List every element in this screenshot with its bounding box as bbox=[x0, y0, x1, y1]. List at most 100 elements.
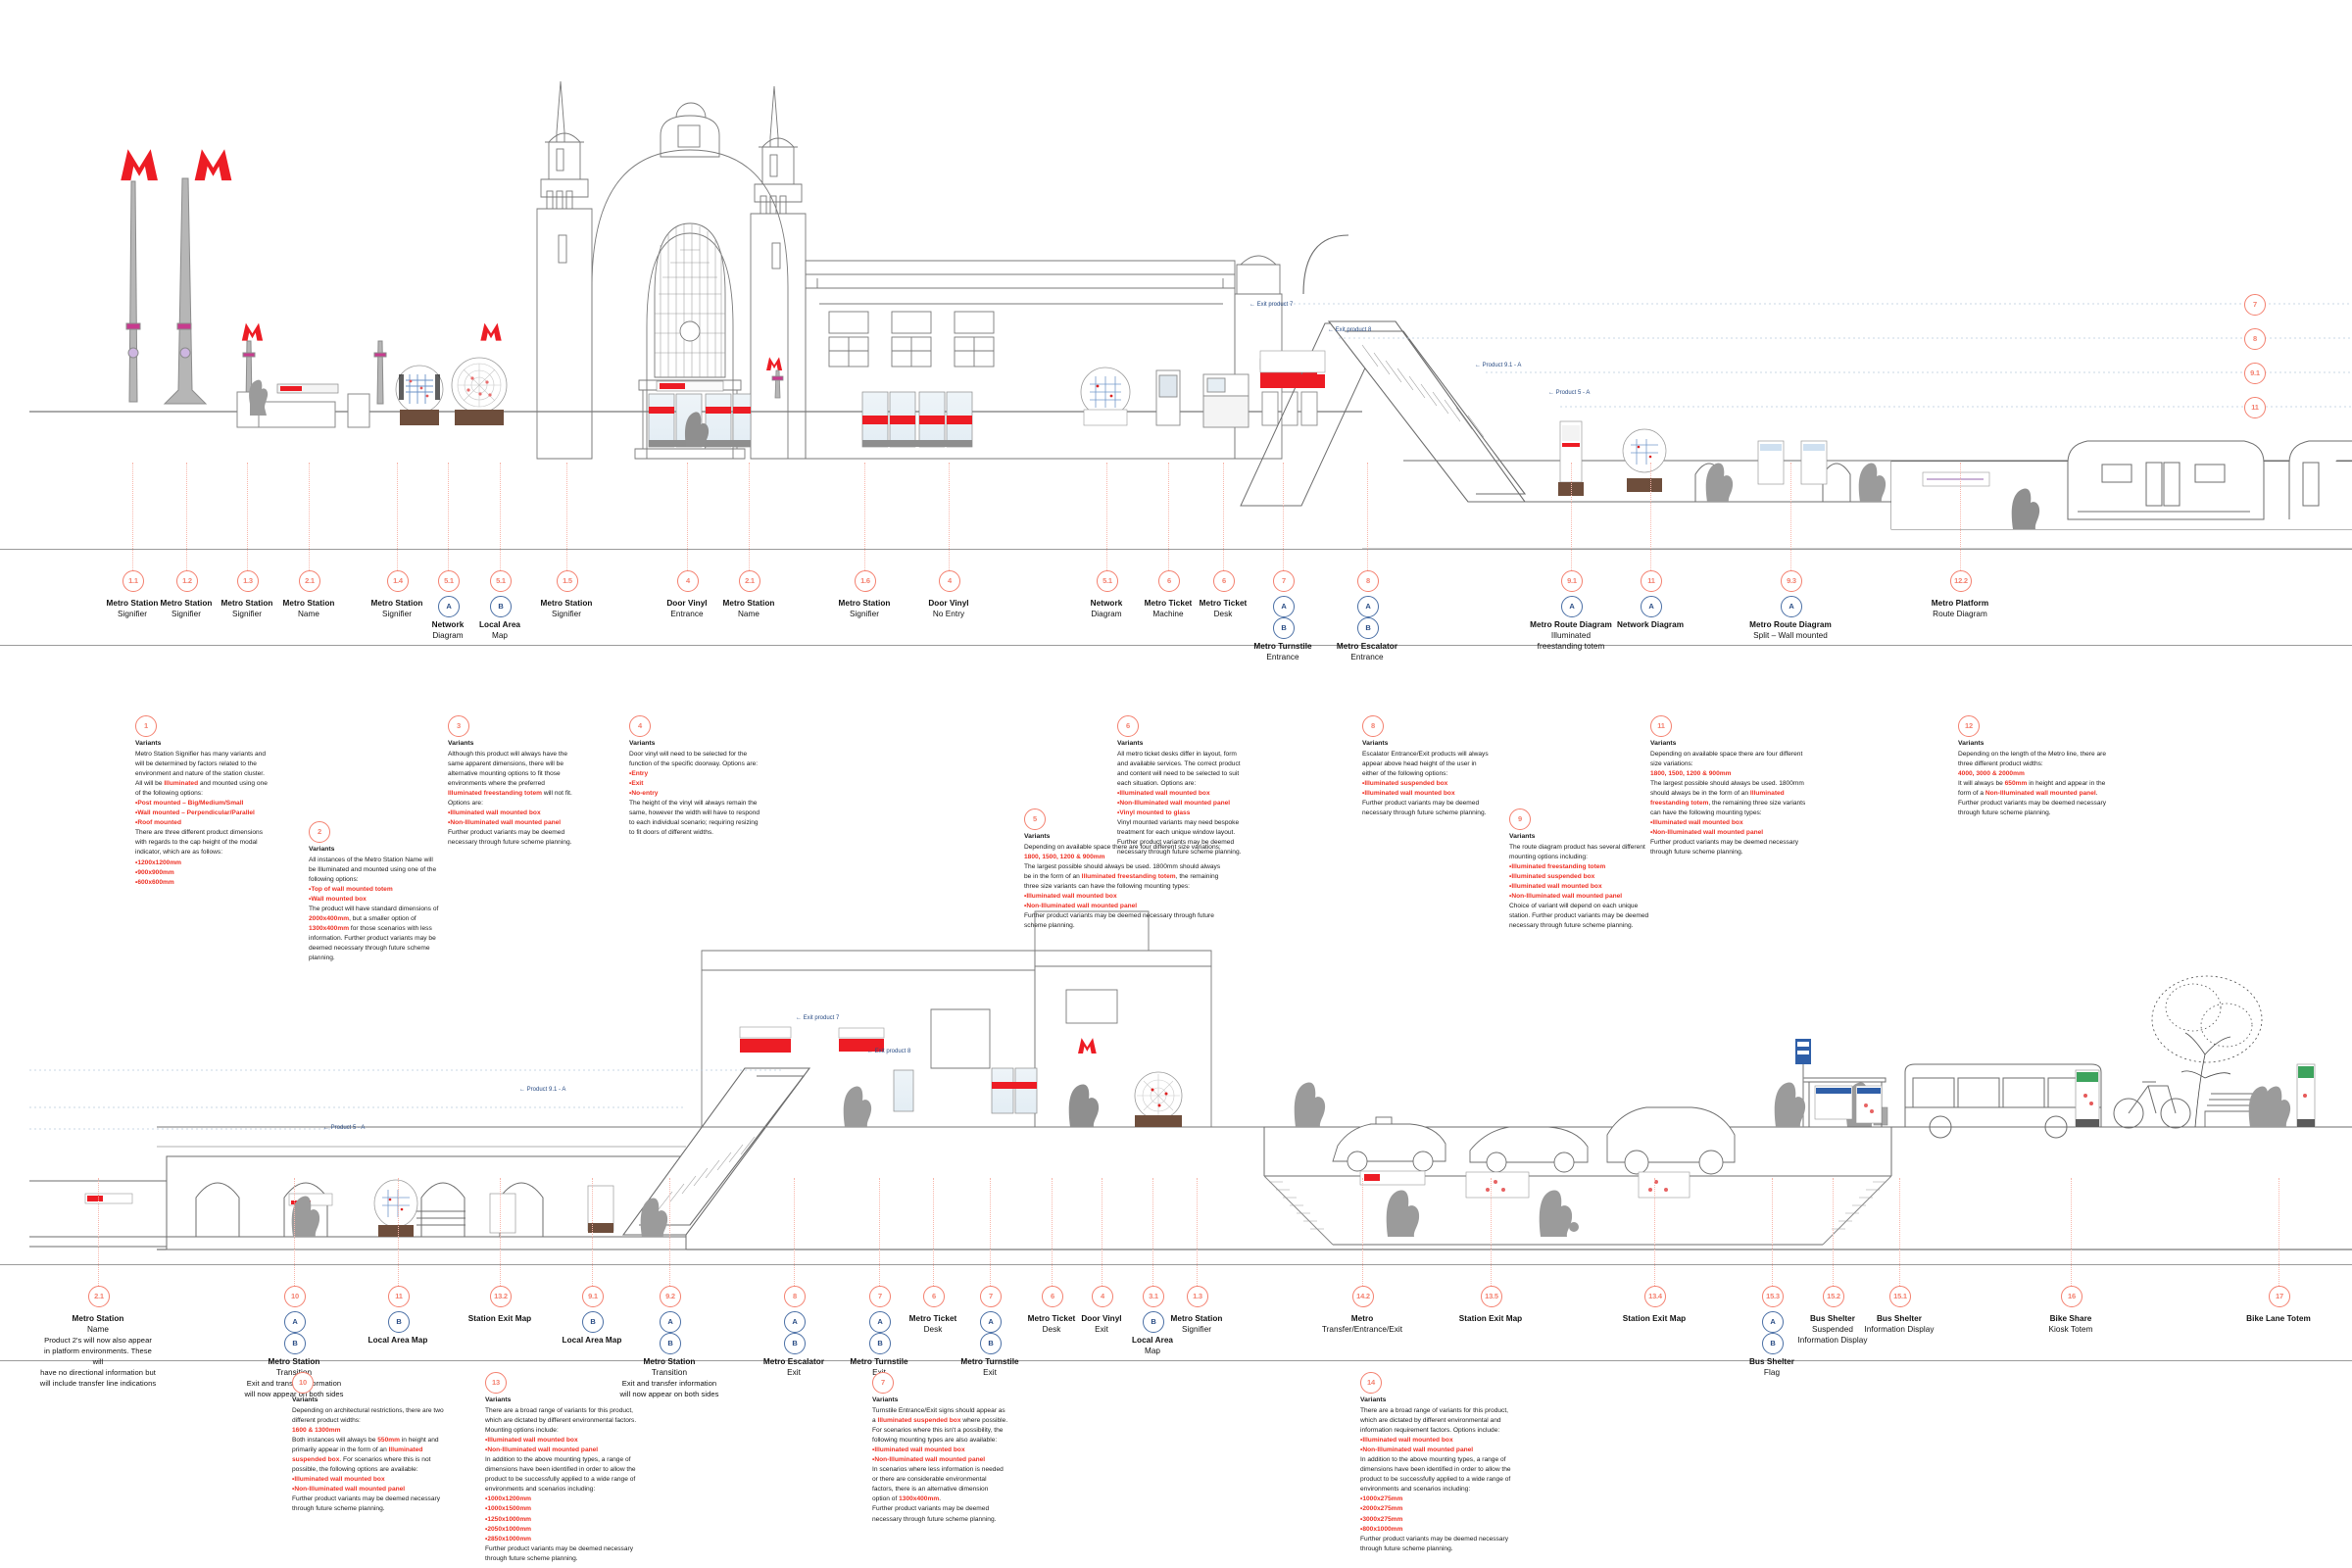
note-callout-marker[interactable]: 11 bbox=[1650, 715, 1672, 737]
callout-marker[interactable]: 1.5 bbox=[557, 570, 578, 592]
variant-badge-a[interactable]: A bbox=[980, 1311, 1002, 1333]
callout-marker[interactable]: 5.1 bbox=[438, 570, 460, 592]
callout-marker[interactable]: 4 bbox=[939, 570, 960, 592]
variant-badge-a[interactable]: A bbox=[1273, 596, 1295, 617]
variant-badge-b[interactable]: B bbox=[784, 1333, 806, 1354]
callout-marker[interactable]: 7 bbox=[1273, 570, 1295, 592]
callout-marker[interactable]: 3.1 bbox=[1143, 1286, 1164, 1307]
note-callout-marker[interactable]: 12 bbox=[1958, 715, 1980, 737]
variant-badge-b[interactable]: B bbox=[1357, 617, 1379, 639]
variant-badge-b[interactable]: B bbox=[869, 1333, 891, 1354]
callout-marker[interactable]: 7 bbox=[980, 1286, 1002, 1307]
callout-marker[interactable]: 9.1 bbox=[582, 1286, 604, 1307]
callout-marker[interactable]: 5.1 bbox=[1097, 570, 1118, 592]
callout-marker[interactable]: 11 bbox=[388, 1286, 410, 1307]
callout-marker[interactable]: 1.1 bbox=[122, 570, 144, 592]
variant-badge-b[interactable]: B bbox=[1143, 1311, 1164, 1333]
note-callout-marker[interactable]: 6 bbox=[1117, 715, 1139, 737]
datum-marker[interactable]: 8 bbox=[2244, 328, 2266, 350]
variant-badge-a[interactable]: A bbox=[1762, 1311, 1784, 1333]
variant-badge-b[interactable]: B bbox=[1273, 617, 1295, 639]
callout-marker[interactable]: 6 bbox=[923, 1286, 945, 1307]
note-callout-marker[interactable]: 14 bbox=[1360, 1372, 1382, 1394]
variant-badge-a[interactable]: A bbox=[1641, 596, 1662, 617]
datum-marker[interactable]: 9.1 bbox=[2244, 363, 2266, 384]
callout-marker[interactable]: 2.1 bbox=[299, 570, 320, 592]
callout-marker[interactable]: 2.1 bbox=[739, 570, 760, 592]
variant-badge-a[interactable]: A bbox=[438, 596, 460, 617]
variant-badge-b[interactable]: B bbox=[1762, 1333, 1784, 1354]
note-callout-marker[interactable]: 2 bbox=[309, 821, 330, 843]
callout-marker[interactable]: 12.2 bbox=[1950, 570, 1972, 592]
callout-marker[interactable]: 1.2 bbox=[176, 570, 198, 592]
leader-line bbox=[448, 463, 449, 570]
callout-marker[interactable]: 13.5 bbox=[1481, 1286, 1502, 1307]
callout-marker[interactable]: 6 bbox=[1042, 1286, 1063, 1307]
callout-marker[interactable]: 9.2 bbox=[660, 1286, 681, 1307]
note-callout-marker[interactable]: 10 bbox=[292, 1372, 314, 1394]
callout-marker[interactable]: 14.2 bbox=[1352, 1286, 1374, 1307]
note-callout-marker[interactable]: 8 bbox=[1362, 715, 1384, 737]
callout-marker[interactable]: 15.2 bbox=[1823, 1286, 1844, 1307]
datum-marker[interactable]: 11 bbox=[2244, 397, 2266, 418]
leader-line bbox=[1197, 1178, 1198, 1286]
leader-line bbox=[566, 463, 567, 570]
note-callout-marker[interactable]: 3 bbox=[448, 715, 469, 737]
note-callout-marker[interactable]: 4 bbox=[629, 715, 651, 737]
variant-badge-a[interactable]: A bbox=[1781, 596, 1802, 617]
product-label-text: Bike Lane Totem bbox=[2246, 1314, 2311, 1323]
leader-line bbox=[1491, 1178, 1492, 1286]
callout-marker[interactable]: 8 bbox=[1357, 570, 1379, 592]
datum-marker[interactable]: 7 bbox=[2244, 294, 2266, 316]
callout-marker[interactable]: 5.1 bbox=[490, 570, 512, 592]
note-callout-marker[interactable]: 9 bbox=[1509, 808, 1531, 830]
callout-marker[interactable]: 1.4 bbox=[387, 570, 409, 592]
callout-marker[interactable]: 9.1 bbox=[1561, 570, 1583, 592]
callout-marker[interactable]: 13.2 bbox=[490, 1286, 512, 1307]
note-callout-marker[interactable]: 5 bbox=[1024, 808, 1046, 830]
callout-marker[interactable]: 6 bbox=[1213, 570, 1235, 592]
callout-marker[interactable]: 6 bbox=[1158, 570, 1180, 592]
note-callout-marker[interactable]: 7 bbox=[872, 1372, 894, 1394]
callout-marker[interactable]: 9.3 bbox=[1781, 570, 1802, 592]
variant-badge-a[interactable]: A bbox=[284, 1311, 306, 1333]
note-callout-marker[interactable]: 1 bbox=[135, 715, 157, 737]
callout-marker[interactable]: 10 bbox=[284, 1286, 306, 1307]
note-callout-marker[interactable]: 13 bbox=[485, 1372, 507, 1394]
callout-marker[interactable]: 13.4 bbox=[1644, 1286, 1666, 1307]
callout-marker[interactable]: 15.3 bbox=[1762, 1286, 1784, 1307]
callout-marker[interactable]: 4 bbox=[677, 570, 699, 592]
callout-marker[interactable]: 8 bbox=[784, 1286, 806, 1307]
variant-badge-a[interactable]: A bbox=[784, 1311, 806, 1333]
callout-marker[interactable]: 1.3 bbox=[1187, 1286, 1208, 1307]
variant-badge-a[interactable]: A bbox=[1357, 596, 1379, 617]
callout-marker[interactable]: 2.1 bbox=[88, 1286, 110, 1307]
variant-badge-b[interactable]: B bbox=[980, 1333, 1002, 1354]
variant-badge-b[interactable]: B bbox=[284, 1333, 306, 1354]
callout-marker[interactable]: 7 bbox=[869, 1286, 891, 1307]
callout-marker[interactable]: 11 bbox=[1641, 570, 1662, 592]
callout-marker[interactable]: 15.1 bbox=[1889, 1286, 1911, 1307]
callout-marker[interactable]: 16 bbox=[2061, 1286, 2082, 1307]
variant-badge-b[interactable]: B bbox=[388, 1311, 410, 1333]
callout-marker[interactable]: 17 bbox=[2269, 1286, 2290, 1307]
variant-badge-b[interactable]: B bbox=[582, 1311, 604, 1333]
variant-badge-b[interactable]: B bbox=[490, 596, 512, 617]
variant-badge-b[interactable]: B bbox=[660, 1333, 681, 1354]
variant-badge-a[interactable]: A bbox=[869, 1311, 891, 1333]
callout-marker[interactable]: 1.6 bbox=[855, 570, 876, 592]
callout-marker[interactable]: 1.3 bbox=[237, 570, 259, 592]
callout-marker[interactable]: 4 bbox=[1092, 1286, 1113, 1307]
variant-badge-a[interactable]: A bbox=[660, 1311, 681, 1333]
variant-badge-a[interactable]: A bbox=[1561, 596, 1583, 617]
